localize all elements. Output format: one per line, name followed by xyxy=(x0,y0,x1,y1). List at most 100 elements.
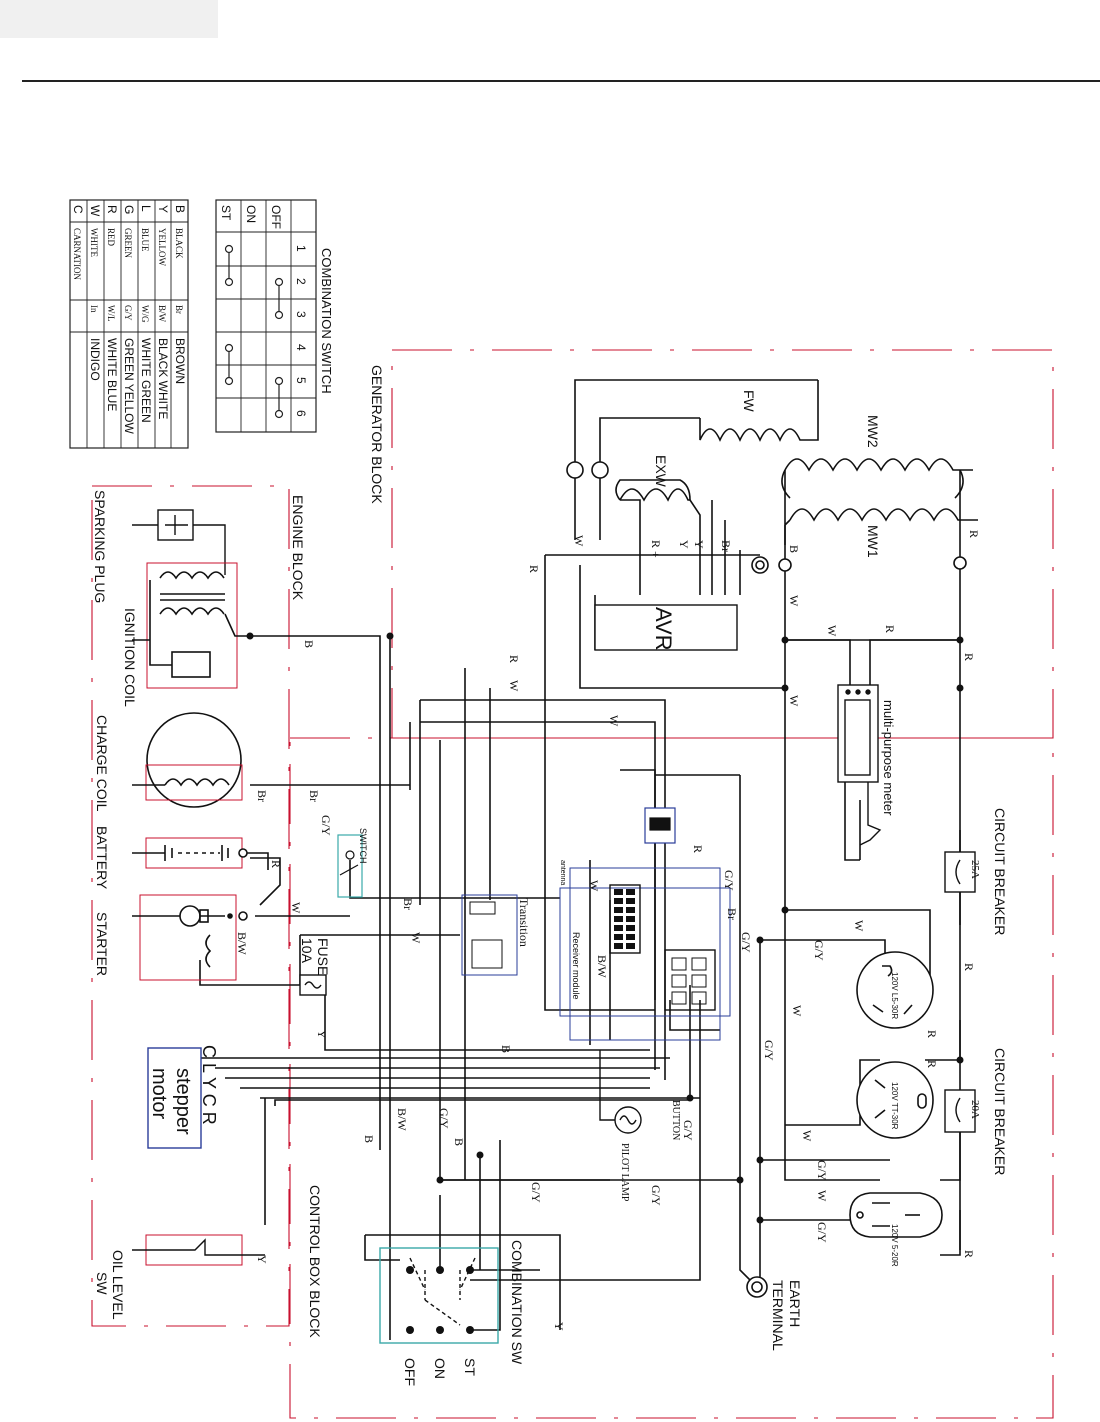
combination-switch-title: COMBINATION SWITCH xyxy=(319,248,334,394)
receiver-pin xyxy=(614,898,623,904)
wire-label-w: W xyxy=(787,695,801,707)
legend-color: YELLOW xyxy=(157,228,167,266)
sw-st-label: ST xyxy=(462,1358,478,1376)
wire-label-br: Br xyxy=(725,908,739,920)
stepper-label: stepper xyxy=(172,1068,194,1135)
stepper-pin-labels: C L Y C R xyxy=(199,1045,219,1125)
ignition-coil xyxy=(132,562,250,689)
oil-level-switch xyxy=(132,1234,265,1266)
receiver-module-label: Receiver module xyxy=(571,932,581,1000)
combination-sw-label: COMBINATION SW xyxy=(509,1240,525,1365)
ignition-coil-label: IGNITION COIL xyxy=(122,608,138,707)
pilot-lamp-label: PILOT LAMP xyxy=(619,1143,630,1202)
charge-coil xyxy=(132,712,243,808)
legend-code: W/G xyxy=(140,305,150,323)
outlet-l5-30r-label: 120V L5-30R xyxy=(890,972,899,1019)
antenna-label: antenna xyxy=(559,860,566,885)
wire-label-r: R xyxy=(269,860,283,868)
button-label: BUTTON xyxy=(670,1100,681,1140)
wire-label-w: W xyxy=(815,1190,829,1202)
legend-code: G xyxy=(122,205,136,214)
circuit-breaker-20a xyxy=(944,1089,976,1133)
receiver-pin xyxy=(626,898,635,904)
earth-terminal xyxy=(746,1276,768,1298)
battery-label: BATTERY xyxy=(94,826,110,890)
switch-column-number: 5 xyxy=(294,377,308,384)
mw2-coil xyxy=(781,458,973,499)
oil-level-sw-label: SW xyxy=(94,1272,110,1295)
legend-color: INDIGO xyxy=(88,338,102,381)
key-switch xyxy=(337,834,363,898)
wire-label-gy: G/Y xyxy=(815,1222,829,1243)
transition-module xyxy=(461,894,518,976)
legend-code: W/L xyxy=(106,305,116,322)
engine-block-border xyxy=(91,485,290,1327)
earth-label: EARTH xyxy=(787,1280,803,1327)
combination-sw xyxy=(379,1247,499,1344)
wire-label-y: Y xyxy=(552,1322,566,1331)
legend-color: WHITE BLUE xyxy=(105,338,119,411)
sw-on-label: ON xyxy=(432,1358,448,1379)
wire-label-w: W xyxy=(289,902,303,914)
legend-code: B xyxy=(173,205,187,213)
wire-label-r: R xyxy=(962,963,976,971)
wire-label-r: R xyxy=(925,1030,939,1038)
starter-label: STARTER xyxy=(94,912,110,976)
legend-code: B/W xyxy=(157,305,167,323)
exw-coil xyxy=(615,479,691,502)
breaker-25a-rating: 25A xyxy=(969,860,981,879)
wire-label-b: B xyxy=(499,1045,513,1053)
wire-label-gy: G/Y xyxy=(722,870,736,891)
switch-label: SWITCH xyxy=(358,828,368,864)
wire-label-w: W xyxy=(607,715,621,727)
motor-label: motor xyxy=(148,1068,170,1119)
receiver-pin xyxy=(626,925,635,931)
avr-module xyxy=(594,604,738,651)
transition-label: Transition xyxy=(517,898,531,947)
legend-code: G/Y xyxy=(123,305,133,321)
legend-color: BROWN xyxy=(173,338,187,384)
receiver-module xyxy=(559,867,731,1041)
wire-label-b: B xyxy=(362,1135,376,1143)
terminal-label: TERMINAL xyxy=(770,1280,786,1351)
breaker-20a-rating: 20A xyxy=(969,1100,981,1119)
wire-label-r: R xyxy=(925,1060,939,1068)
receiver-pin xyxy=(626,934,635,940)
wire-label-y: Y xyxy=(692,540,706,549)
wire-label-r: R xyxy=(507,655,521,663)
circuit-breaker-25a xyxy=(944,851,976,893)
wire-label-r: R xyxy=(962,1250,976,1258)
legend-code: L xyxy=(139,205,153,212)
wire-label-w: W xyxy=(587,880,601,892)
wire-label-b: B xyxy=(787,545,801,553)
receiver-pin xyxy=(614,916,623,922)
wire-label-r-plus: R + xyxy=(649,540,663,558)
generator-block-label: GENERATOR BLOCK xyxy=(369,365,385,504)
fw-coil xyxy=(699,380,819,442)
legend-color: BLACK WHITE xyxy=(156,338,170,419)
wire-label-bw: B/W xyxy=(595,955,609,978)
receiver-pin xyxy=(614,934,623,940)
switch-column-number: 6 xyxy=(294,410,308,417)
oil-level-label: OIL LEVEL xyxy=(110,1250,126,1320)
wire-label-r: R xyxy=(527,565,541,573)
legend-color: WHITE GREEN xyxy=(139,338,153,423)
stepper-motor xyxy=(147,1047,202,1149)
legend-color: GREEN YELLOW xyxy=(122,338,136,434)
legend-code: Y xyxy=(156,205,170,213)
receiver-pin xyxy=(626,943,635,949)
wire-label-w: W xyxy=(787,595,801,607)
circuit-breaker-1-label: CIRCUIT BREAKER xyxy=(992,808,1008,935)
fuse-rating: 10A xyxy=(299,938,315,964)
switch-state-label: OFF xyxy=(269,205,283,229)
exw-label: EXW xyxy=(653,455,669,488)
switch-state-label: ON xyxy=(244,205,258,223)
wire-label-r: R xyxy=(691,845,705,853)
spark-plug-diode xyxy=(132,509,226,575)
receiver-pin xyxy=(626,916,635,922)
outlet-5-20r xyxy=(849,1192,943,1238)
avr-label: AVR xyxy=(651,607,676,651)
legend-color: BLUE xyxy=(140,228,150,252)
wire-label-br: Br xyxy=(719,540,733,552)
